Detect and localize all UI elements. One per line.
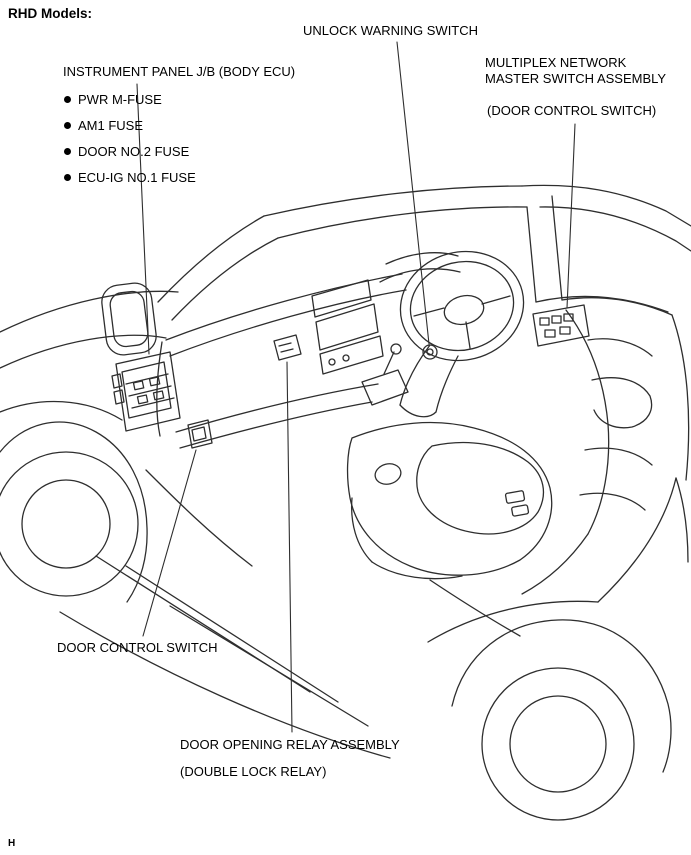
fuse-list-item: DOOR NO.2 FUSE [64, 143, 196, 160]
fuse-list: PWR M-FUSE AM1 FUSE DOOR NO.2 FUSE ECU-I… [64, 91, 196, 195]
label-multiplex-line2: MASTER SWITCH ASSEMBLY [485, 71, 667, 86]
rear-wheel [427, 477, 689, 821]
label-instrument-panel-jb: INSTRUMENT PANEL J/B (BODY ECU) [63, 64, 296, 79]
fuse-list-item: PWR M-FUSE [64, 91, 196, 108]
multiplex-switch-component [532, 304, 590, 347]
page-title: RHD Models: [8, 6, 92, 21]
footer-mark: H [8, 838, 16, 849]
door-panel [521, 295, 690, 595]
label-double-lock-relay: (DOUBLE LOCK RELAY) [180, 764, 327, 779]
door-control-switch-component [187, 419, 213, 449]
dashboard [156, 252, 461, 449]
fuse-box-junction-block [111, 351, 181, 432]
car-outline [0, 184, 691, 567]
fuse-label: PWR M-FUSE [78, 92, 162, 107]
fuse-label: DOOR NO.2 FUSE [78, 144, 190, 159]
label-multiplex-door-control-switch: (DOOR CONTROL SWITCH) [487, 103, 657, 118]
fuse-list-item: AM1 FUSE [64, 117, 196, 134]
floor-sill-lines [59, 555, 521, 759]
bullet-icon [64, 122, 71, 129]
door-opening-relay-component [273, 334, 302, 361]
fuse-label: ECU-IG NO.1 FUSE [78, 170, 196, 185]
bullet-icon [64, 174, 71, 181]
side-mirror [101, 282, 157, 356]
unlock-warning-switch-component [422, 344, 438, 360]
center-console [346, 343, 553, 580]
label-unlock-warning-switch: UNLOCK WARNING SWITCH [303, 23, 479, 38]
leader-lines [136, 41, 576, 733]
label-door-control-switch: DOOR CONTROL SWITCH [57, 640, 218, 655]
fuse-list-item: ECU-IG NO.1 FUSE [64, 169, 196, 186]
front-wheel [0, 421, 148, 603]
fuse-label: AM1 FUSE [78, 118, 144, 133]
label-multiplex-line1: MULTIPLEX NETWORK [485, 55, 627, 70]
bullet-icon [64, 148, 71, 155]
steering-wheel [399, 250, 525, 418]
label-multiplex-network: MULTIPLEX NETWORK MASTER SWITCH ASSEMBLY [485, 55, 666, 87]
label-door-opening-relay: DOOR OPENING RELAY ASSEMBLY [180, 737, 400, 752]
bullet-icon [64, 96, 71, 103]
